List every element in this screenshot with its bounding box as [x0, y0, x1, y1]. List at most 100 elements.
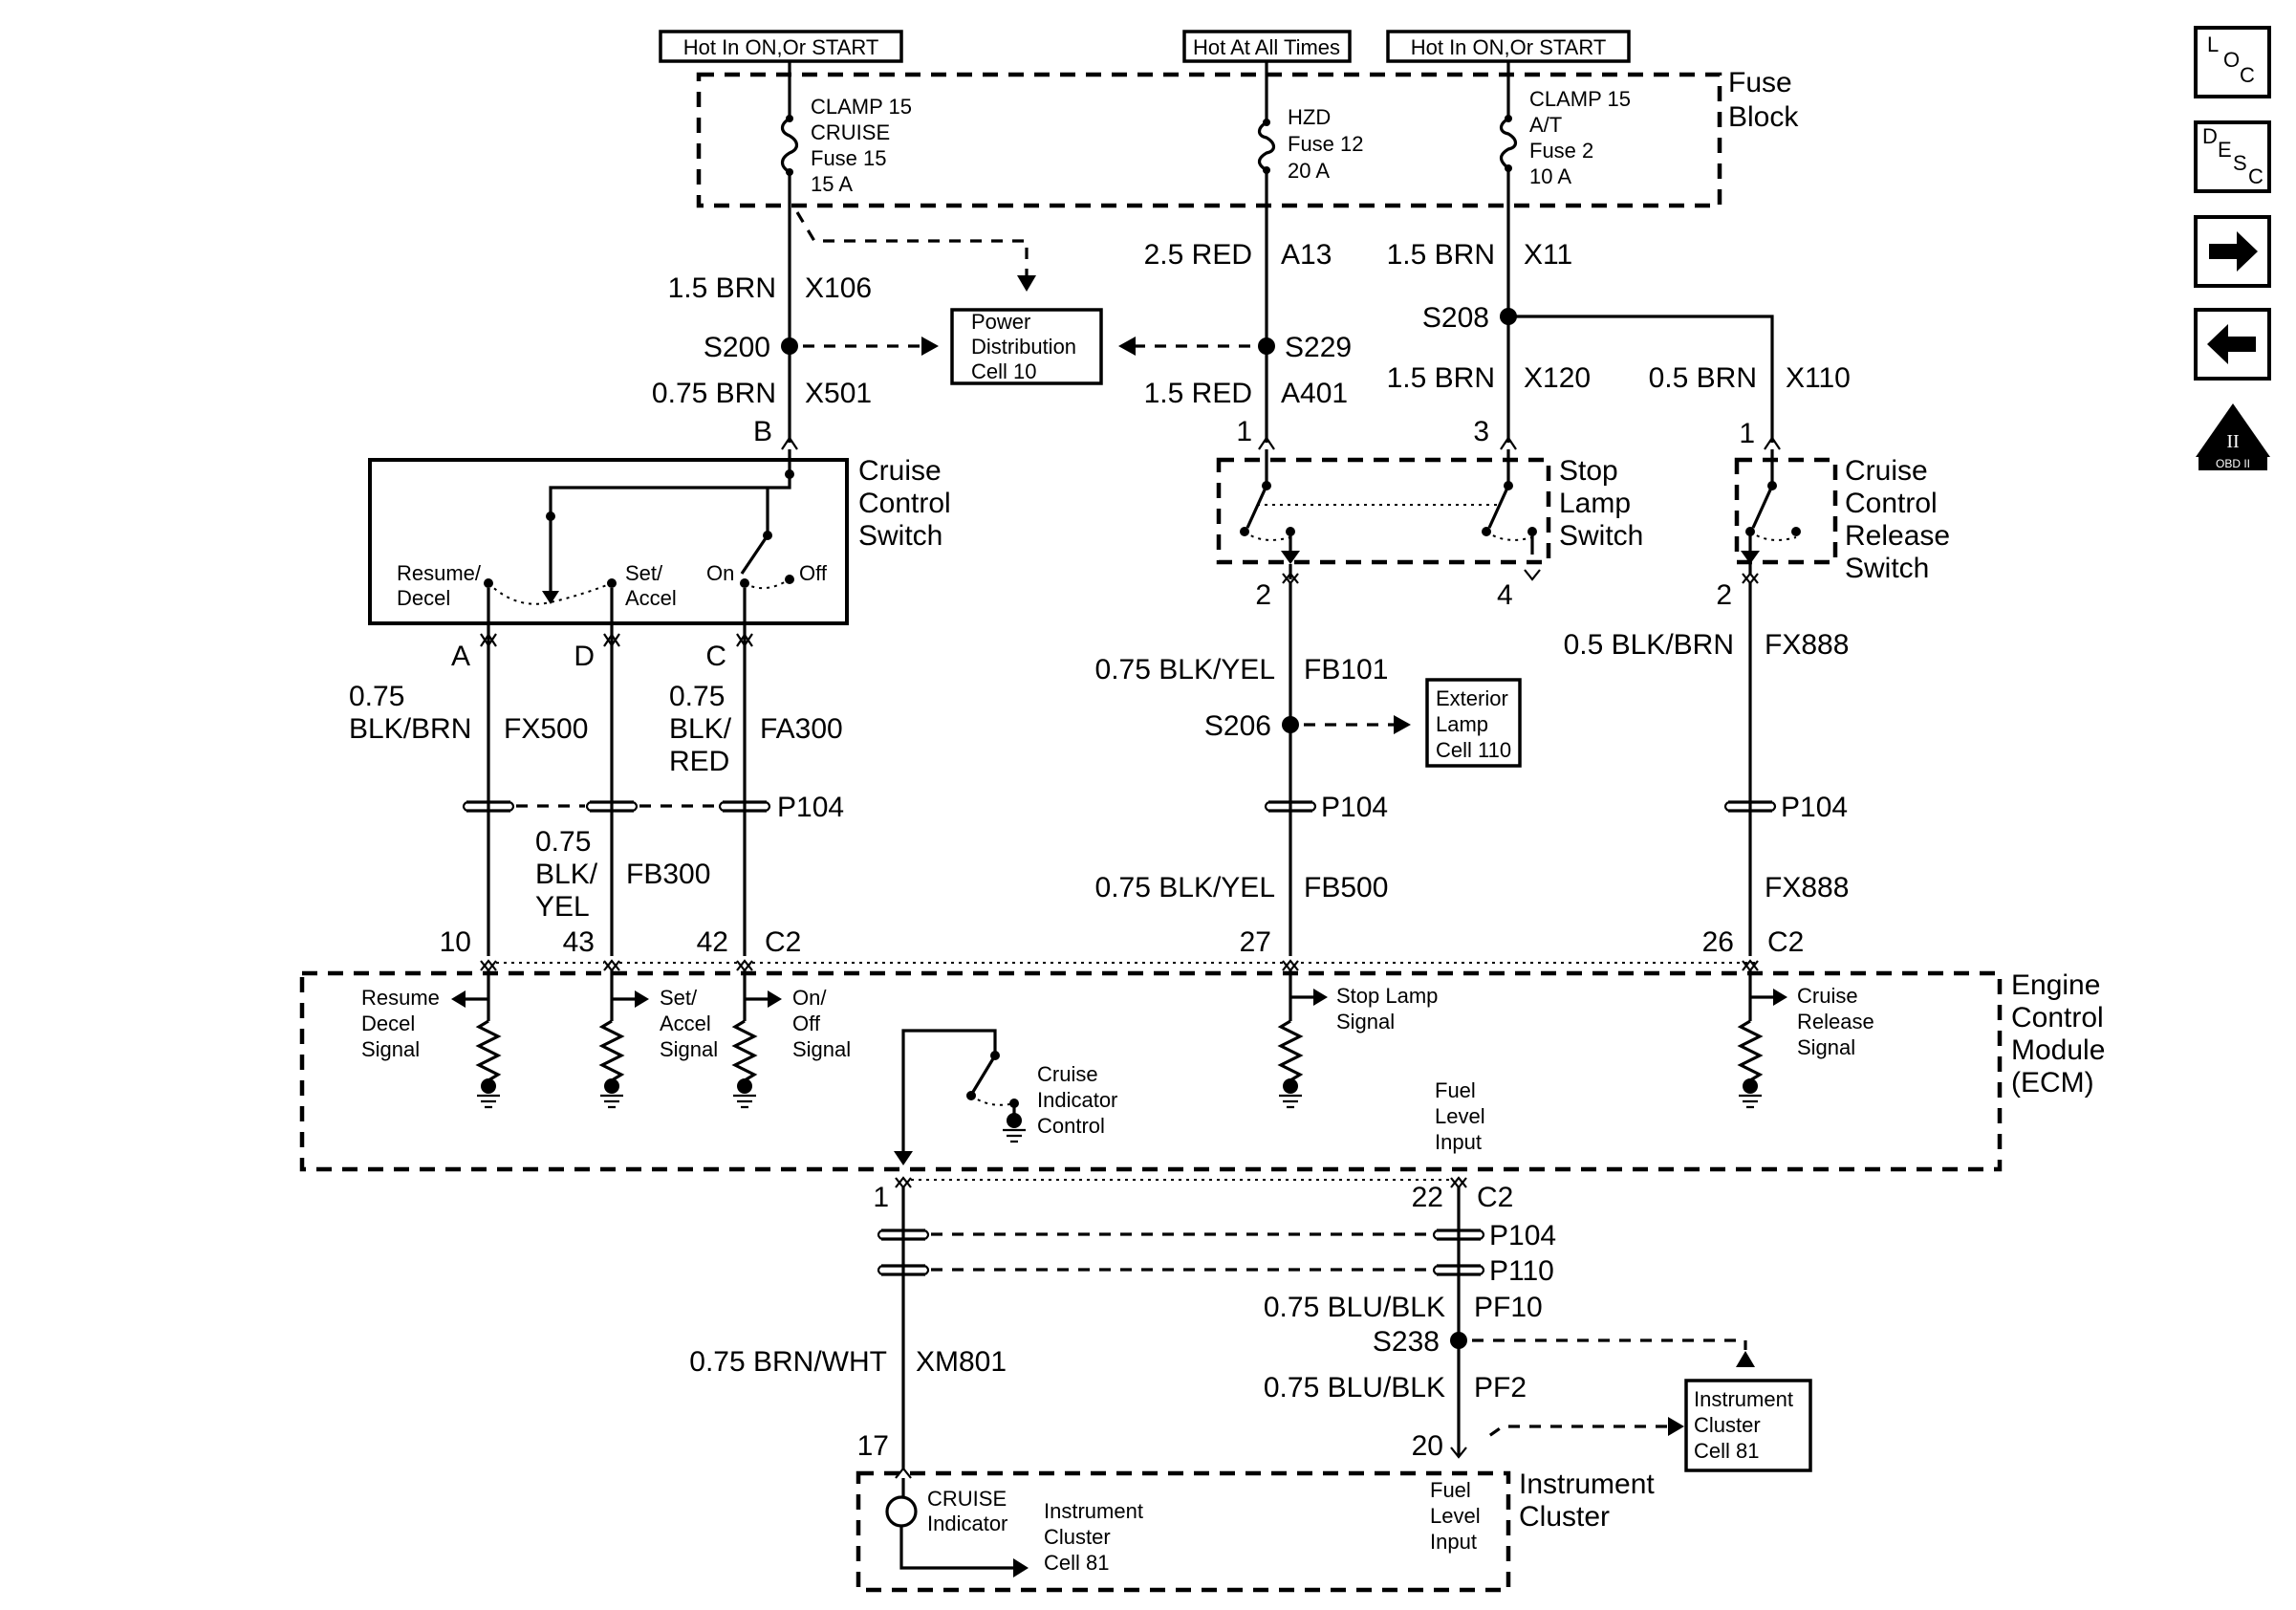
- ref-line-cluster: [1483, 1425, 1667, 1442]
- cruise-control-switch-box: [368, 458, 849, 625]
- svg-text:Engine: Engine: [2011, 969, 2100, 1001]
- fuse-block-title-1: Fuse: [1728, 67, 1792, 98]
- svg-text:Stop: Stop: [1559, 455, 1618, 487]
- wire-x11-gauge: 1.5 BRN: [1387, 239, 1495, 271]
- svg-text:Distribution: Distribution: [971, 335, 1076, 359]
- splice-s238-label: S238: [1373, 1326, 1440, 1358]
- switch-common-arrow: [542, 591, 559, 604]
- onoff-pivot: [763, 531, 772, 540]
- wire-a401-gauge: 1.5 RED: [1144, 378, 1252, 409]
- pin-27: 27: [1240, 926, 1271, 958]
- wire-xm801-circuit: XM801: [916, 1346, 1007, 1378]
- wire-a13-circuit: A13: [1281, 239, 1332, 271]
- ref-line-fuse15: [795, 211, 1029, 277]
- svg-text:Indicator: Indicator: [1037, 1088, 1117, 1112]
- pin-stop-3: 3: [1473, 416, 1489, 447]
- cruise-indicator-lamp: [885, 1478, 1029, 1577]
- ecm-title: Engine Control Module (ECM): [2011, 969, 2105, 1099]
- ecm-input-onoff: [731, 970, 782, 1109]
- pin-22: 22: [1412, 1182, 1443, 1213]
- svg-text:(ECM): (ECM): [2011, 1067, 2094, 1099]
- svg-text:A/T: A/T: [1529, 113, 1562, 137]
- prev-arrow-button[interactable]: [2194, 308, 2271, 381]
- pin-d: D: [574, 641, 595, 672]
- c2-right-label: C2: [1767, 926, 1804, 958]
- svg-text:Cruise: Cruise: [1845, 455, 1928, 487]
- wire-x501-circuit: X501: [805, 378, 872, 409]
- svg-text:Fuel: Fuel: [1435, 1078, 1476, 1102]
- svg-text:Cruise: Cruise: [1037, 1062, 1098, 1086]
- wire-x120-circuit: X120: [1524, 362, 1591, 394]
- pin-1: 1: [873, 1182, 889, 1213]
- arrow-right-icon: [2209, 231, 2258, 272]
- obd-ii-button[interactable]: II OBD II: [2196, 403, 2270, 470]
- source-box-right: Hot In ON,Or START: [1386, 30, 1631, 63]
- svg-text:Set/: Set/: [660, 986, 698, 1010]
- obd-roman-label: II: [2226, 431, 2239, 452]
- svg-text:Control: Control: [1845, 488, 1938, 519]
- wire-a13-gauge: 2.5 RED: [1144, 239, 1252, 271]
- svg-text:BLK/: BLK/: [535, 859, 598, 890]
- ref-box-power-distribution[interactable]: [950, 308, 1103, 385]
- fuse2-terminal-top: [1505, 115, 1512, 122]
- ref-box-exterior-lamp[interactable]: [1425, 678, 1522, 768]
- ecm-outline: [299, 970, 2003, 1172]
- source-label-left: Hot In ON,Or START: [683, 35, 879, 59]
- stop-switch-out-arrow: [1281, 551, 1300, 564]
- svg-text:0.75: 0.75: [535, 826, 591, 858]
- fuse-block-title-2: Block: [1728, 101, 1799, 133]
- stop-lamp-switch-outline: [1216, 457, 1551, 565]
- svg-text:Release: Release: [1797, 1010, 1874, 1033]
- c2-left-label: C2: [765, 926, 801, 958]
- svg-text:BLK/BRN: BLK/BRN: [349, 713, 471, 745]
- wire-x106-circuit: X106: [805, 272, 872, 304]
- next-arrow-button[interactable]: [2194, 215, 2271, 288]
- desc-button[interactable]: D E S C: [2194, 120, 2271, 193]
- svg-text:Cluster: Cluster: [1519, 1501, 1610, 1533]
- svg-text:E: E: [2218, 138, 2232, 162]
- ref-instrument-cluster-text: Instrument Cluster Cell 81: [1694, 1387, 1793, 1463]
- svg-text:Signal: Signal: [660, 1037, 718, 1061]
- pin-stop-1: 1: [1236, 416, 1252, 447]
- ecm-input-stoplamp: [1277, 970, 1328, 1109]
- pin-a: A: [451, 641, 470, 672]
- svg-text:S: S: [2233, 151, 2247, 175]
- wire-fx500-circuit: FX500: [504, 713, 588, 745]
- arrow-left-icon: [2207, 324, 2256, 364]
- svg-text:10 A: 10 A: [1529, 164, 1571, 188]
- svg-text:Cell 81: Cell 81: [1044, 1551, 1109, 1575]
- ref-box-instrument-cluster[interactable]: [1684, 1379, 1812, 1472]
- svg-text:CLAMP 15: CLAMP 15: [1529, 87, 1631, 111]
- pin-stop-4: 4: [1497, 579, 1513, 611]
- svg-text:Cell 110: Cell 110: [1436, 738, 1511, 762]
- svg-text:Signal: Signal: [792, 1037, 851, 1061]
- svg-text:Cluster: Cluster: [1044, 1525, 1111, 1549]
- svg-text:Set/: Set/: [625, 561, 663, 585]
- svg-text:Accel: Accel: [625, 586, 677, 610]
- onoff-travel: [744, 578, 791, 590]
- pin-42: 42: [697, 926, 728, 958]
- p104-lower-connector: [877, 1229, 1485, 1241]
- svg-text:Lamp: Lamp: [1559, 488, 1631, 519]
- svg-text:Stop Lamp: Stop Lamp: [1336, 984, 1438, 1008]
- wire-fb300-circuit: FB300: [626, 859, 710, 890]
- p104-release-label: P104: [1781, 792, 1848, 823]
- svg-text:C: C: [2248, 164, 2264, 188]
- switch-label-set: Set/ Accel: [625, 561, 677, 610]
- cluster-label-cell: Instrument Cluster Cell 81: [1044, 1499, 1143, 1575]
- loc-button[interactable]: L O C: [2194, 26, 2271, 98]
- wire-fx500-gauge: 0.75 BLK/BRN: [349, 681, 471, 745]
- fuse-block-outline: [696, 72, 1722, 208]
- splice-s229-label: S229: [1285, 332, 1352, 363]
- svg-text:Switch: Switch: [1559, 520, 1643, 552]
- pin-10-chevron: [480, 959, 497, 972]
- svg-text:CLAMP 15: CLAMP 15: [811, 95, 912, 119]
- svg-text:Power: Power: [971, 310, 1030, 334]
- svg-text:Fuel: Fuel: [1430, 1478, 1471, 1502]
- svg-text:Off: Off: [792, 1012, 821, 1035]
- svg-text:CRUISE: CRUISE: [811, 120, 890, 144]
- pin-c-chevron: [736, 633, 753, 647]
- ecm-input-release: [1737, 970, 1787, 1109]
- wire-pf10-gauge: 0.75 BLU/BLK: [1264, 1292, 1445, 1323]
- splice-s238: [1450, 1332, 1467, 1349]
